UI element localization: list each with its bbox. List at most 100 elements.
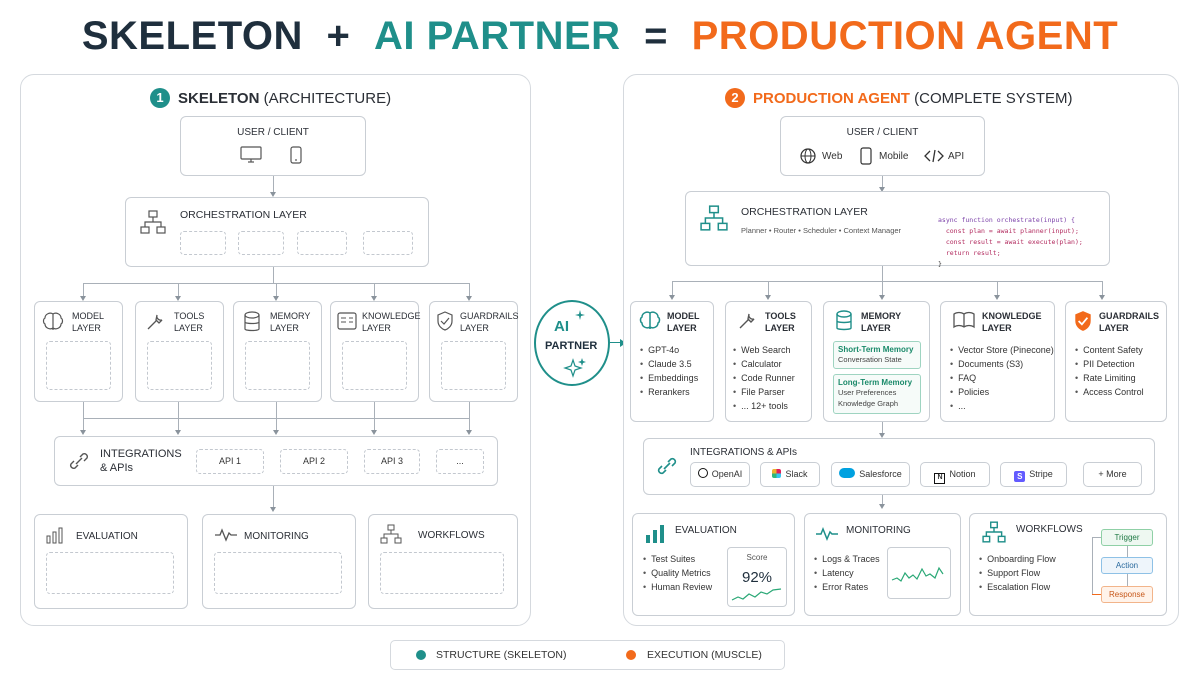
left-model-layer: [34, 301, 123, 402]
book-icon-right: [953, 311, 975, 329]
right-guardrails-l1: GUARDRAILS: [1099, 311, 1159, 321]
right-tools-l2: LAYER: [765, 323, 795, 333]
api-salesforce[interactable]: Salesforce: [831, 462, 910, 487]
api-salesforce-label: Salesforce: [859, 469, 902, 479]
model-item: Embeddings: [640, 371, 698, 385]
shield-check-icon: [1075, 311, 1091, 331]
left-orchestration-label: ORCHESTRATION LAYER: [180, 209, 307, 221]
book-icon: [337, 312, 357, 330]
api-openai[interactable]: OpenAI: [690, 462, 750, 487]
left-guardrails-l1: GUARDRAILS: [460, 311, 519, 321]
globe-icon: [800, 148, 816, 164]
short-term-title: Short-Term Memory: [838, 345, 914, 354]
tools-list: Web SearchCalculatorCode RunnerFile Pars…: [733, 343, 795, 413]
tools-item: Web Search: [733, 343, 795, 357]
model-item: Rerankers: [640, 385, 698, 399]
left-api-2: [280, 449, 348, 474]
ai-partner-ai: AI: [554, 318, 569, 335]
knowledge-item: Policies: [950, 385, 1054, 399]
client-api: API: [948, 151, 965, 162]
right-monitoring-label: MONITORING: [846, 525, 911, 536]
client-mobile: Mobile: [879, 151, 909, 162]
left-integrations-l2: & APIs: [100, 462, 134, 474]
legend-structure: STRUCTURE (SKELETON): [436, 649, 567, 661]
long-term-title: Long-Term Memory: [838, 378, 913, 387]
monitor-icon: [240, 146, 262, 163]
title-production-agent: PRODUCTION AGENT: [691, 14, 1119, 58]
tools-item: ... 12+ tools: [733, 399, 795, 413]
page-title: SKELETON + AI PARTNER = PRODUCTION AGENT: [0, 14, 1200, 59]
api-slack[interactable]: Slack: [760, 462, 820, 487]
salesforce-icon: [839, 468, 856, 478]
left-api-1-label: API 1: [218, 456, 241, 466]
phone-icon: [290, 146, 302, 164]
model-list: GPT-4oClaude 3.5EmbeddingsRerankers: [640, 343, 698, 399]
monitoring-graph: [887, 547, 951, 599]
model-item: Claude 3.5: [640, 357, 698, 371]
left-guardrails-l2: LAYER: [460, 323, 489, 333]
tools-item: File Parser: [733, 385, 795, 399]
left-api-3: [364, 449, 420, 474]
api-more-label: + More: [1098, 469, 1127, 479]
title-plus: +: [326, 14, 351, 58]
monitoring-list: Logs & TracesLatencyError Rates: [814, 552, 880, 594]
database-icon-right: [836, 310, 852, 331]
left-knowledge-l2: LAYER: [362, 323, 391, 333]
title-skeleton: SKELETON: [81, 14, 303, 58]
left-integrations-box: [54, 436, 498, 486]
left-api-more-label: ...: [456, 456, 464, 466]
sparkle-icon: [575, 310, 585, 320]
badge-2: 2: [725, 88, 745, 108]
title-equals: =: [644, 14, 668, 58]
right-workflows-label: WORKFLOWS: [1016, 524, 1083, 535]
left-api-more: [436, 449, 484, 474]
tools-item: Calculator: [733, 357, 795, 371]
stripe-icon: S: [1014, 471, 1026, 482]
link-icon-right: [657, 457, 677, 475]
right-model-l1: MODEL: [667, 311, 700, 321]
wrench-icon: [147, 314, 163, 330]
left-user-client-box: [180, 116, 366, 176]
api-stripe-label: Stripe: [1029, 469, 1053, 479]
knowledge-list: Vector Store (Pinecone)Documents (S3)FAQ…: [950, 343, 1054, 413]
knowledge-item: FAQ: [950, 371, 1054, 385]
slack-icon: [772, 469, 782, 478]
right-memory-l1: MEMORY: [861, 311, 902, 321]
left-api-1: [196, 449, 264, 474]
workflow-icon-right: [982, 521, 1006, 543]
score-label: Score: [746, 553, 768, 562]
mobile-icon: [860, 147, 872, 165]
guardrails-item: Content Safety: [1075, 343, 1144, 357]
left-api-3-label: API 3: [380, 456, 403, 466]
left-workflows-label: WORKFLOWS: [418, 530, 485, 541]
left-evaluation-label: EVALUATION: [76, 531, 138, 542]
hierarchy-icon-right: [700, 205, 728, 231]
workflow-item: Onboarding Flow: [979, 552, 1056, 566]
api-openai-label: OpenAI: [711, 469, 743, 479]
title-ai-partner: AI PARTNER: [374, 14, 621, 58]
ai-partner-arrow: [610, 342, 622, 343]
left-knowledge-l1: KNOWLEDGE: [362, 311, 421, 321]
client-web: Web: [822, 151, 843, 162]
api-notion-label: Notion: [949, 469, 976, 479]
guardrails-item: PII Detection: [1075, 357, 1144, 371]
left-tools-l2: LAYER: [174, 323, 203, 333]
badge-1: 1: [150, 88, 170, 108]
code-line-2: const plan = await planner(input);: [938, 227, 1079, 235]
long-term-sub-1: User Preferences: [838, 388, 897, 397]
score-sparkline: [731, 588, 782, 601]
right-guardrails-l2: LAYER: [1099, 323, 1129, 333]
monitoring-item: Error Rates: [814, 580, 880, 594]
api-more[interactable]: + More: [1083, 462, 1142, 487]
right-user-client-box: [780, 116, 985, 176]
evaluation-item: Test Suites: [643, 552, 712, 566]
orchestration-components: Planner • Router • Scheduler • Context M…: [741, 226, 902, 235]
knowledge-item: Vector Store (Pinecone): [950, 343, 1054, 357]
orchestrate-code: async function orchestrate(input) { cons…: [938, 204, 1083, 281]
guardrails-item: Rate Limiting: [1075, 371, 1144, 385]
